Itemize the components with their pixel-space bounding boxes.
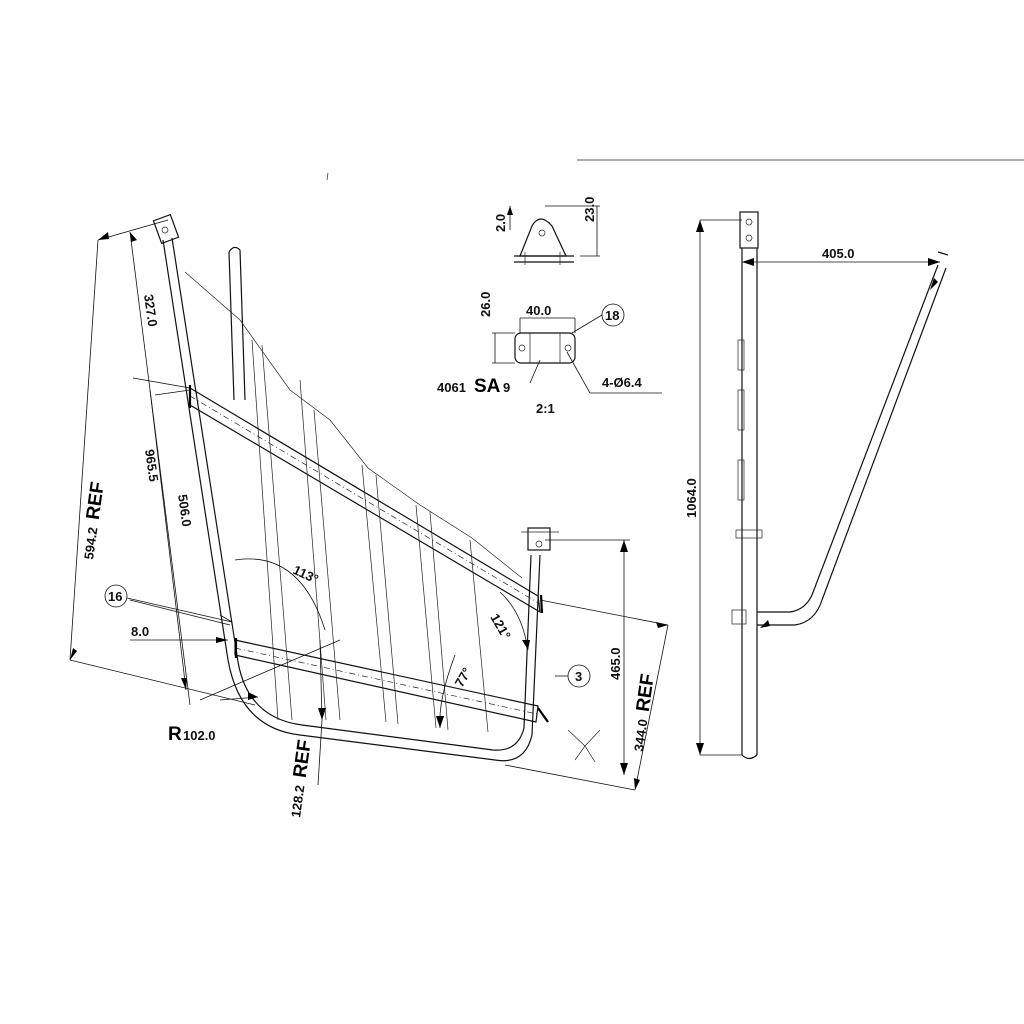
angle-121: 121° [487, 611, 513, 642]
dim-405: 405.0 [822, 246, 855, 261]
dim-594: 594.2 [81, 526, 100, 560]
dim-506: 506.0 [175, 493, 194, 527]
side-view: 1064.0 405.0 [684, 211, 949, 760]
dim-465: 465.0 [608, 647, 623, 680]
balloon-16-label: 16 [108, 589, 122, 604]
balloon-18-label: 18 [605, 308, 619, 323]
dim-344-ref: REF [633, 673, 659, 714]
top-mount-bracket [152, 213, 180, 245]
dim-965: 965.5 [142, 448, 161, 482]
dim-327: 327.0 [141, 293, 160, 327]
front-view-frame [152, 213, 601, 763]
dimension-arrowheads [70, 232, 668, 790]
dim-344: 344.0 [631, 718, 650, 752]
right-mount-bracket [527, 527, 551, 551]
balloon-16 [104, 584, 128, 608]
top-mount-hole [161, 226, 169, 234]
dim-128: 128.2 [288, 784, 307, 818]
dim-8: 8.0 [131, 624, 149, 639]
holes-spec: 4-Ø6.4 [602, 375, 643, 390]
material-main: SA [474, 376, 501, 397]
angle-77: 77° [452, 665, 475, 690]
dim-2: 2.0 [493, 214, 508, 232]
material-prefix: 4061 [437, 380, 466, 395]
dim-40: 40.0 [526, 303, 551, 318]
front-view-dimensions [69, 219, 669, 791]
dim-r102-prefix: R [168, 724, 182, 745]
balloon-3 [567, 664, 591, 688]
dim-594-ref: REF [83, 481, 109, 522]
dim-128-ref: REF [290, 739, 316, 780]
detail-view: 23.0 2.0 40.0 26.0 18 4061 SA 9 4-Ø6.4 2… [437, 197, 662, 416]
angle-113: 113° [291, 562, 321, 587]
balloon-3-label: 3 [575, 669, 582, 684]
dim-26: 26.0 [478, 292, 493, 317]
dim-1064: 1064.0 [684, 478, 699, 518]
dim-23: 23.0 [582, 197, 597, 222]
material-suffix: 9 [503, 380, 510, 395]
border-tick [326, 172, 329, 181]
detail-scale: 2:1 [536, 401, 555, 416]
dim-r102: 102.0 [183, 728, 216, 743]
